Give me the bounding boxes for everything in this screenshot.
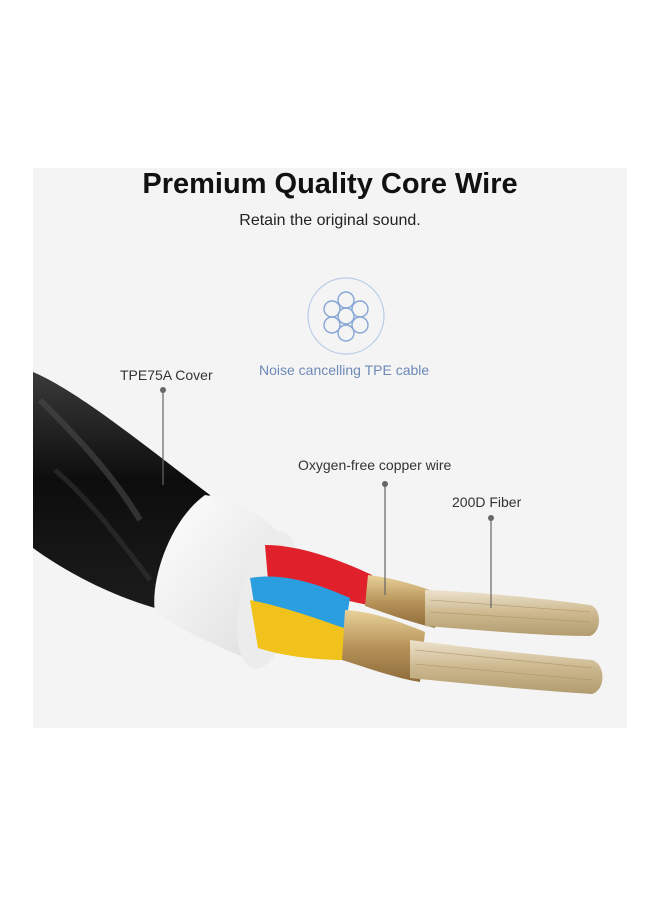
copper-strands-bottom xyxy=(342,610,425,682)
blue-conductor xyxy=(250,576,350,628)
cover-label: TPE75A Cover xyxy=(120,367,213,383)
yellow-conductor xyxy=(250,600,350,660)
strand-cross-section-icon xyxy=(307,277,385,355)
fiber-label: 200D Fiber xyxy=(452,494,522,510)
fiber-strands-top xyxy=(425,590,599,636)
callout-lines xyxy=(162,390,492,608)
page-title: Premium Quality Core Wire xyxy=(142,168,518,200)
red-conductor xyxy=(265,545,372,605)
copper-strands-top xyxy=(365,575,440,628)
fiber-strands-bottom xyxy=(410,640,603,694)
callout-dot-cover xyxy=(160,387,166,393)
page-subtitle: Retain the original sound. xyxy=(239,212,421,229)
callout-dot-fiber xyxy=(488,515,494,521)
callout-dot-copper xyxy=(382,481,388,487)
noise-cable-label: Noise cancelling TPE cable xyxy=(259,362,430,378)
copper-wire-label: Oxygen-free copper wire xyxy=(298,457,452,473)
